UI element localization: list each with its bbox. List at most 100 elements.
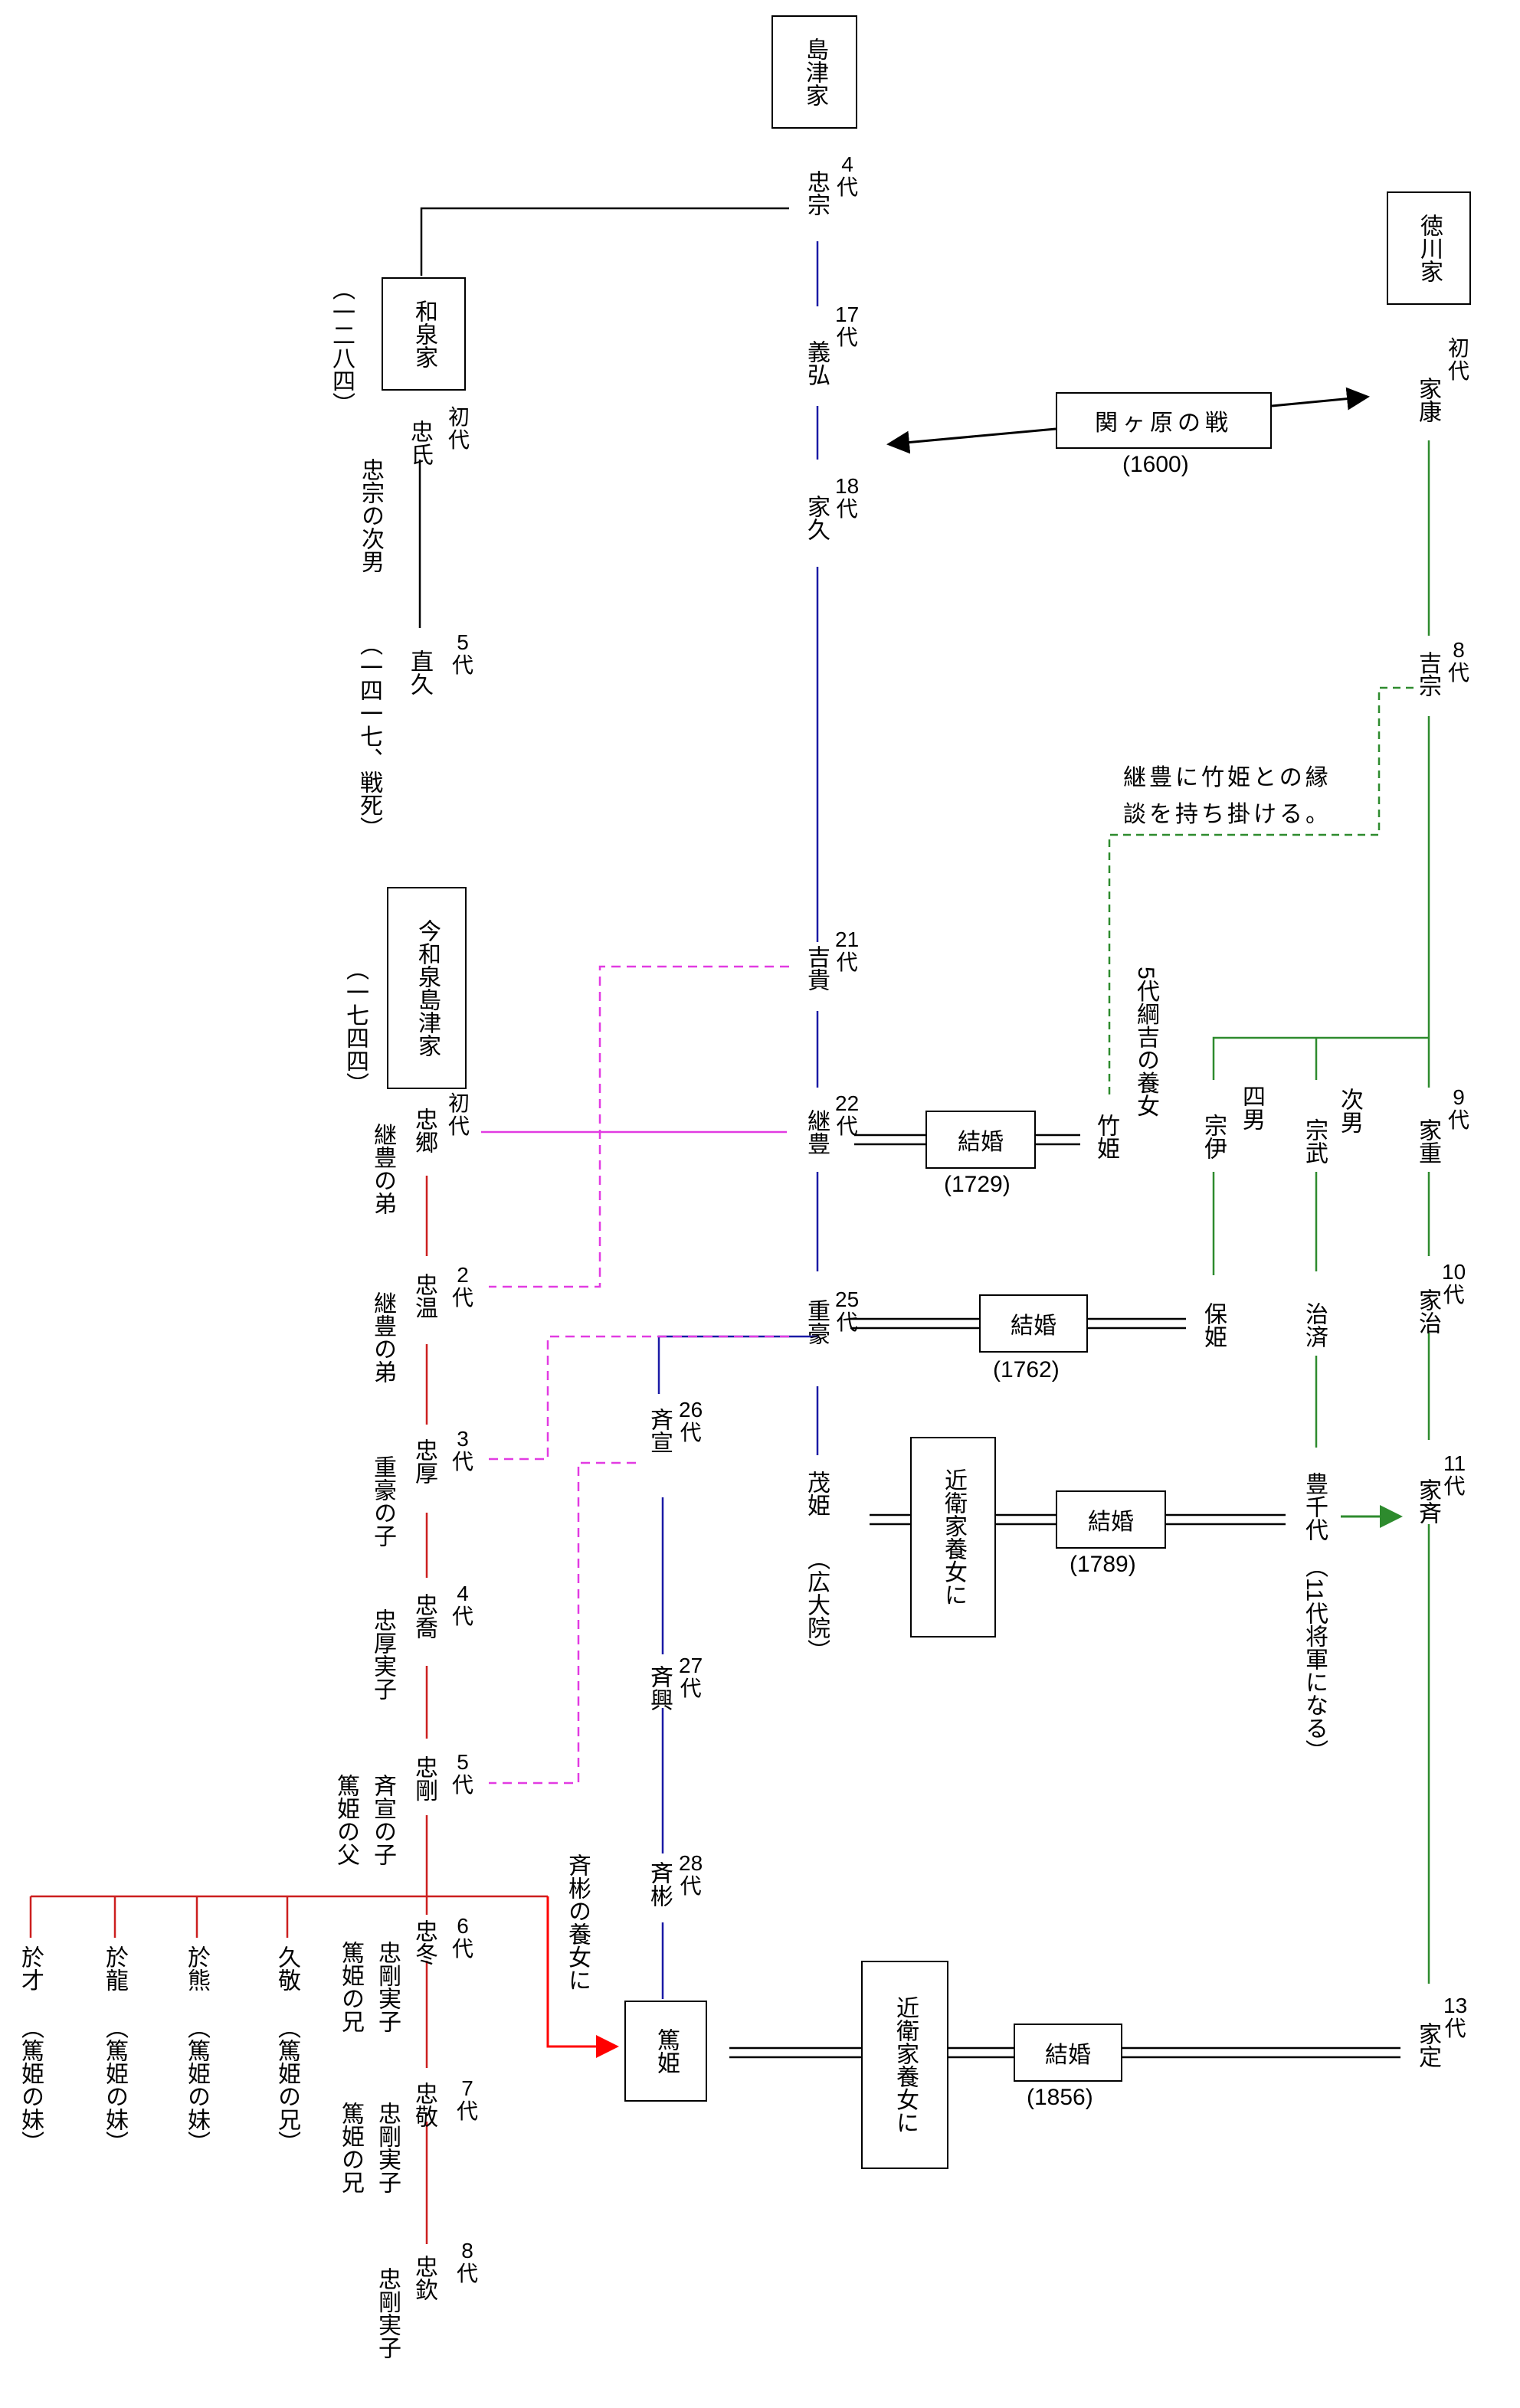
name-tadataka: 忠喬 — [411, 1593, 437, 1639]
name-tadatake: 忠剛 — [411, 1755, 437, 1801]
note-tadaatsu3: 重豪の子 — [370, 1455, 395, 1547]
note-nariakira-adopt: 斉彬の養女に — [565, 1853, 590, 1991]
name-tadamune: 忠宗 — [804, 170, 829, 216]
note-proposal-2: 談を持ち掛ける。 — [1123, 802, 1332, 827]
line-shigehide-adopt — [489, 1335, 789, 1461]
name-narinobu: 斉宣 — [647, 1408, 672, 1454]
note-tsunayoshi-adopt: 5代綱吉の養女 — [1133, 967, 1158, 1117]
note-tadasato: 継豊の弟 — [370, 1123, 395, 1215]
name-harusada: 治済 — [1302, 1302, 1327, 1348]
name-tadaatsu3: 忠厚 — [411, 1438, 437, 1484]
name-naohisa: 直久 — [407, 649, 432, 695]
name-tsugutoyo: 継豊 — [804, 1109, 829, 1155]
house-imaizumi-box: 今和泉島津家 — [387, 887, 467, 1089]
sekigahara-arrow-right — [1271, 387, 1370, 411]
name-iehisa: 家久 — [804, 495, 829, 541]
sekigahara-year: (1600) — [1122, 452, 1189, 477]
name-shigehime: 茂姫 — [804, 1471, 829, 1516]
sekigahara-label: 関ヶ原の戦 — [1095, 411, 1233, 436]
note-osai: （篤姫の妹） — [18, 2016, 43, 2154]
note-oyu: （篤姫の妹） — [184, 2016, 209, 2154]
rel-munetada: 四男 — [1239, 1085, 1264, 1130]
marriage2-box: 結婚 — [979, 1294, 1088, 1353]
note-tadauji: 忠宗の次男 — [358, 458, 383, 573]
atsuhime-box: 篤姫 — [624, 2001, 707, 2102]
name-yoshihiro: 義弘 — [804, 340, 829, 386]
name-oryu: 於龍 — [102, 1945, 127, 1991]
line-proposal-dashed — [1108, 686, 1414, 1095]
line-narinobu-adopt — [489, 1461, 636, 1785]
name-takehime: 竹姫 — [1093, 1114, 1119, 1160]
note-tadahiro-1: 忠剛実子 — [375, 2102, 400, 2194]
marriage1-label: 結婚 — [958, 1130, 1004, 1155]
atsuhime-adopt-arrow — [546, 1896, 619, 2058]
gen-tadauji: 初代 — [448, 405, 470, 452]
sekigahara-box: 関ヶ原の戦 — [1056, 392, 1272, 449]
marriage3-lines — [870, 1513, 1286, 1526]
name-munetake: 宗武 — [1302, 1118, 1327, 1164]
sekigahara-arrow-left — [886, 427, 1056, 454]
note-proposal-1: 継豊に竹姫との縁 — [1123, 765, 1332, 790]
house-shimazu-box: 島津家 — [771, 15, 857, 129]
marriage3-box: 結婚 — [1056, 1490, 1166, 1549]
line-izumi-branch — [420, 207, 789, 276]
marriage3-year: (1789) — [1070, 1552, 1136, 1577]
line-yoshitaka-adopt — [489, 965, 789, 1288]
name-hisataka: 久敬 — [274, 1945, 300, 1991]
konoe2-label: 近衛家養女に — [893, 1996, 918, 2134]
name-oyu: 於熊 — [184, 1945, 209, 1991]
name-tadahiro: 忠敬 — [411, 2082, 437, 2128]
name-nariakira: 斉彬 — [647, 1861, 672, 1907]
konoe2-box: 近衛家養女に — [861, 1961, 948, 2169]
note-tadatake-2: 篤姫の父 — [333, 1774, 359, 1866]
name-osai: 於才 — [18, 1945, 43, 1991]
marriage2-year: (1762) — [993, 1357, 1060, 1382]
marriage4-label: 結婚 — [1045, 2043, 1091, 2068]
house-tokugawa: 徳川家 — [1417, 214, 1442, 283]
marriage2-lines — [850, 1317, 1186, 1330]
gen-ieyasu: 初代 — [1448, 336, 1470, 383]
rel-munetake: 次男 — [1337, 1088, 1362, 1134]
name-ieharu: 家治 — [1415, 1288, 1440, 1334]
name-tadayoshi: 忠欽 — [411, 2255, 437, 2301]
marriage4-year: (1856) — [1027, 2085, 1093, 2110]
house-izumi-box: 和泉家 — [382, 277, 466, 391]
note-tadafuyu-1: 忠剛実子 — [375, 1941, 400, 2033]
note-shigehime: （広大院） — [804, 1547, 829, 1662]
line-tokugawa-branches — [1212, 1036, 1429, 1080]
name-yasuhime: 保姫 — [1201, 1302, 1226, 1348]
note-tadaatsu: 継豊の弟 — [370, 1291, 395, 1383]
house-tokugawa-box: 徳川家 — [1387, 191, 1471, 305]
house-izumi: 和泉家 — [411, 299, 437, 368]
note-tadatake-1: 斉宣の子 — [370, 1774, 395, 1866]
name-narioki: 斉興 — [647, 1665, 672, 1711]
marriage4-box: 結婚 — [1014, 2024, 1122, 2082]
note-tadahiro-2: 篤姫の兄 — [338, 2102, 363, 2194]
name-tadauji: 忠氏 — [407, 420, 432, 466]
note-toyochiyo: （11代将軍になる） — [1302, 1555, 1327, 1763]
name-toyochiyo: 豊千代 — [1302, 1472, 1327, 1541]
note-hisataka: （篤姫の兄） — [274, 2016, 300, 2154]
name-munetada: 宗伊 — [1201, 1114, 1226, 1160]
name-atsuhime: 篤姫 — [654, 2028, 679, 2074]
name-tadasato: 忠郷 — [411, 1107, 437, 1153]
